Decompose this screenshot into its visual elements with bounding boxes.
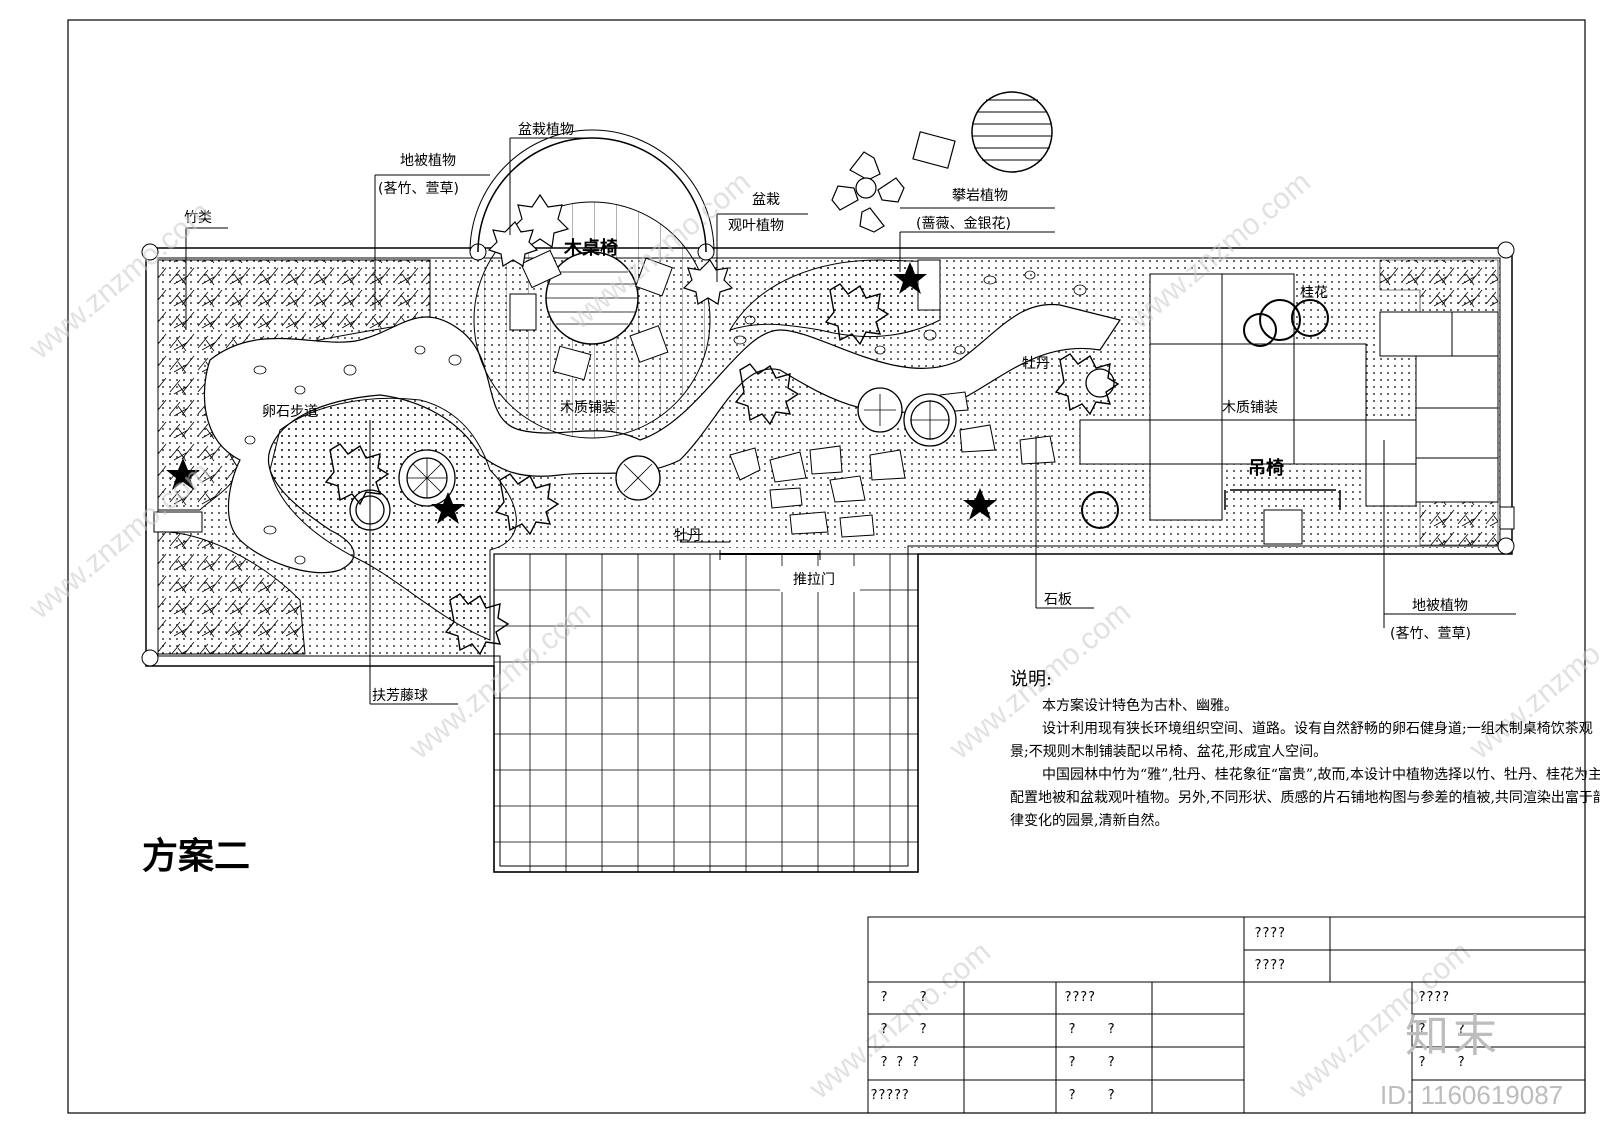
label-wood-paving-left: 木质铺装: [560, 400, 616, 416]
tb-a2: ? ?: [880, 1022, 927, 1037]
notes-paragraph-1: 本方案设计特色为古朴、幽雅。: [1042, 698, 1238, 714]
tb-b1: ????: [1064, 990, 1096, 1005]
label-pebble-path: 卵石步道: [262, 404, 318, 420]
notes-paragraph-2: 设计利用现有狭长环境组织空间、道路。设有自然舒畅的卵石健身道;一组木制桌椅饮茶观…: [1010, 721, 1593, 760]
tb-a1: ? ?: [880, 990, 927, 1005]
label-ground-cover-right: 地被植物: [1412, 598, 1468, 614]
notes-title: 说明:: [1010, 669, 1053, 690]
peony-clusters: [324, 283, 1120, 656]
scheme-title: 方案二: [142, 836, 250, 877]
drawing-border: [67, 19, 1586, 1114]
tb-r2: ????: [1254, 958, 1286, 973]
wood-paving-grid-right: [1079, 273, 1499, 545]
tb-b3: ? ?: [1068, 1055, 1115, 1070]
title-block: [867, 916, 1586, 1114]
tb-r1: ????: [1254, 926, 1286, 941]
notes-paragraph-3: 中国园林中竹为“雅”,牡丹、桂花象征“富贵”,故而,本设计中植物选择以竹、牡丹、…: [1010, 767, 1600, 829]
label-potted: 盆栽: [752, 192, 780, 208]
sun-symbol: [971, 91, 1053, 173]
label-climbing-plants: 攀岩植物: [952, 188, 1008, 204]
label-fufang-vine: 扶芳藤球: [372, 687, 428, 704]
label-peony-top: 牡丹: [1022, 356, 1050, 372]
label-wood-table-chair: 木桌椅: [563, 237, 618, 259]
label-sliding-door: 推拉门: [793, 572, 835, 588]
label-ground-cover: 地被植物: [400, 153, 456, 169]
label-foliage-plants: 观叶植物: [728, 218, 784, 234]
tb-c3: ? ?: [1418, 1055, 1465, 1070]
potted-plants-top: [487, 131, 956, 305]
label-ground-cover-species: (茖竹、萱草): [378, 181, 459, 197]
tb-c1: ????: [1418, 990, 1450, 1005]
hanging-chair: [1224, 489, 1341, 510]
label-ground-cover-species-right: (茖竹、萱草): [1390, 626, 1471, 642]
site-plan: 盆栽植物 地被植物 (茖竹、萱草) 竹类 盆栽 观叶植物 攀岩植物 (蔷薇、金银…: [23, 91, 1600, 1114]
label-bamboo: 竹类: [184, 210, 212, 226]
label-wood-paving-right: 木质铺装: [1222, 400, 1278, 416]
label-hanging-chair: 吊椅: [1248, 457, 1284, 479]
flower-markers: [166, 262, 997, 524]
label-potted-plants: 盆栽植物: [518, 122, 574, 138]
label-peony-bottom: 牡丹: [674, 528, 702, 544]
brand-logo: 知末: [1405, 1011, 1501, 1062]
osmanthus-cluster: [1081, 299, 1329, 529]
design-notes: 说明: 本方案设计特色为古朴、幽雅。 设计利用现有狭长环境组织空间、道路。设有自…: [1010, 668, 1600, 833]
bamboo-zone-bottom: [157, 531, 306, 655]
tb-c2: ? ?: [1418, 1022, 1465, 1037]
label-climbing-species: (蔷薇、金银花): [916, 216, 1011, 232]
tb-b4: ? ?: [1068, 1088, 1115, 1103]
flagstones: [729, 391, 1056, 538]
image-id: ID: 1160619087: [1380, 1080, 1564, 1110]
tb-b2: ? ?: [1068, 1022, 1115, 1037]
tb-a3: ? ? ?: [880, 1055, 920, 1070]
round-wood-deck: [469, 129, 715, 439]
label-osmanthus: 桂花: [1300, 285, 1328, 301]
tb-a4: ?????: [870, 1088, 910, 1103]
flower-bed-top: [728, 259, 941, 338]
label-flagstone: 石板: [1044, 592, 1072, 608]
